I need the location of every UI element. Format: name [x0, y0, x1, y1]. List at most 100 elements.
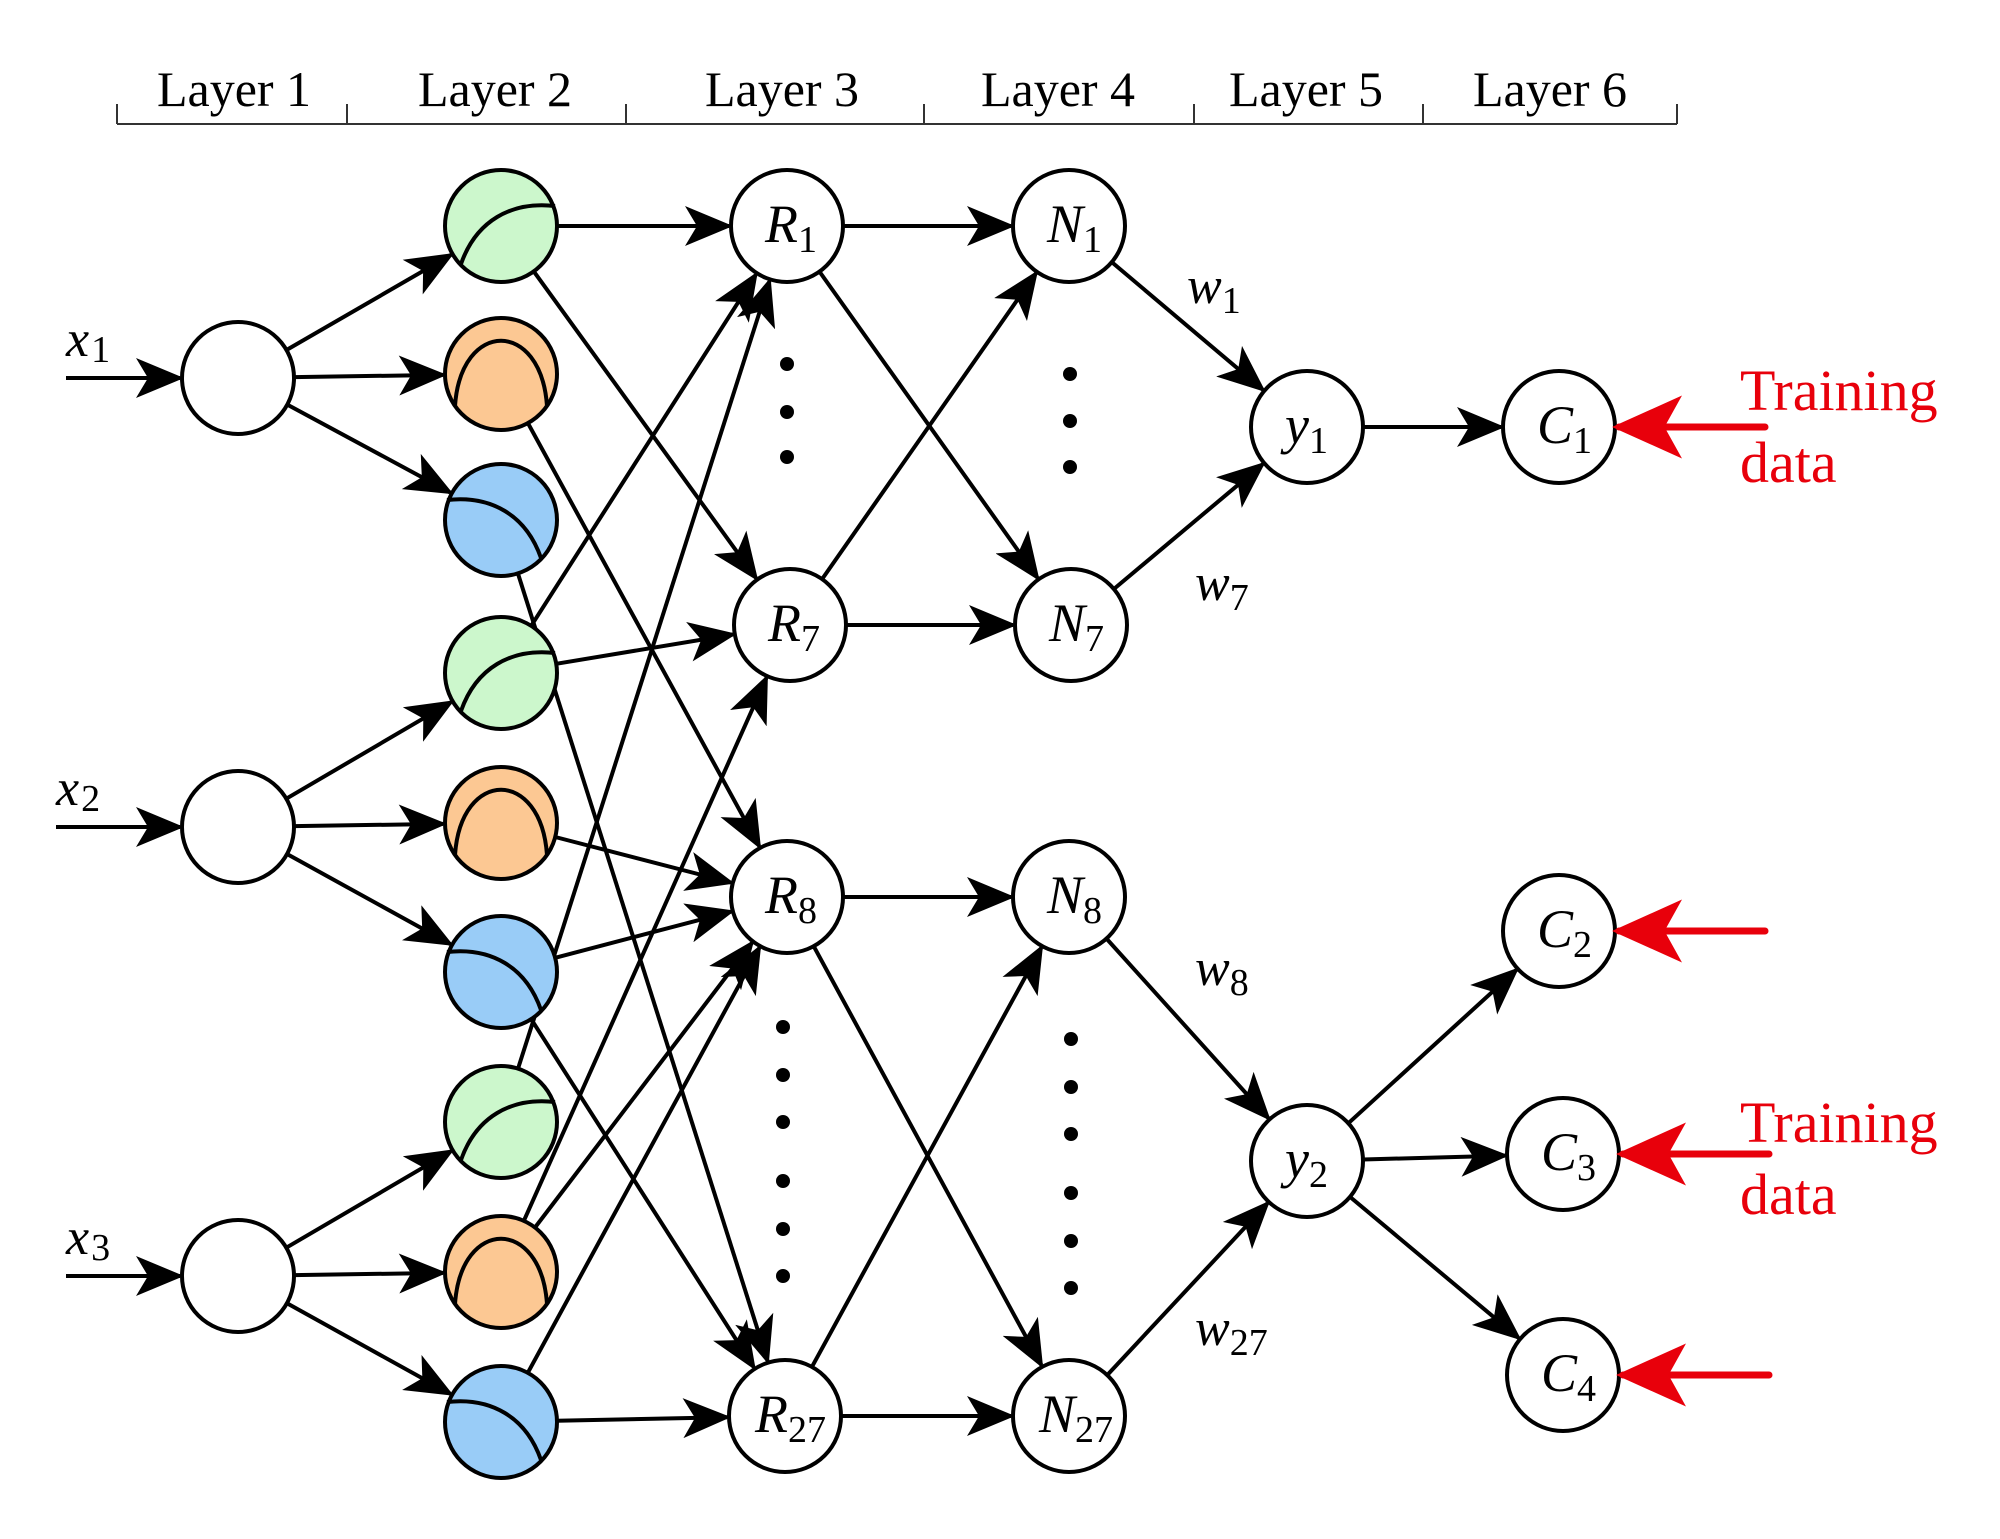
ellipsis-dot: [776, 1174, 790, 1188]
input-label-x1: x1: [65, 311, 110, 371]
edge-m3b-R27: [556, 1398, 731, 1439]
membership-circle: [443, 168, 559, 284]
ellipsis-dot: [776, 1020, 790, 1034]
edge-y2-C4: [1348, 1195, 1522, 1341]
input-var: x: [55, 760, 79, 817]
input-node-x3: [180, 1218, 296, 1334]
edge-m3o-R8: [533, 939, 755, 1229]
membership-curve-icon: [453, 1236, 549, 1305]
node-subscript: 27: [1075, 1409, 1113, 1451]
node-label-R27: R27: [754, 1384, 826, 1451]
node-circle: [1011, 839, 1127, 955]
edge-m2o-R8: [554, 835, 735, 891]
membership-curve-icon: [446, 949, 543, 1011]
membership-circle: [443, 1364, 559, 1480]
edge-m2g-R1: [529, 271, 758, 627]
weight-var: w: [1195, 555, 1230, 612]
weight-var: w: [1187, 258, 1222, 315]
edge-x3-m3o: [293, 1253, 447, 1294]
node-var: C: [1541, 1122, 1578, 1182]
ellipsis-dot: [776, 1222, 790, 1236]
membership-circle: [443, 765, 559, 881]
node-var: R: [764, 194, 798, 254]
membership-curve-icon: [446, 1399, 543, 1461]
ellipsis-dot: [1063, 414, 1077, 428]
node-var: R: [764, 865, 798, 925]
membership-node-orange: [443, 1214, 559, 1330]
weight-subscript: 27: [1230, 1322, 1268, 1364]
ellipsis-dot: [1063, 367, 1077, 381]
ellipsis-dot: [776, 1068, 790, 1082]
node-label-R1: R1: [764, 194, 817, 261]
training-label-line1: Training: [1740, 358, 1938, 423]
edge-m3b-R8: [526, 944, 762, 1374]
node-C3: C3: [1505, 1096, 1621, 1212]
edge-m2b-R27: [529, 1018, 756, 1371]
node-label-N8: N8: [1046, 865, 1102, 932]
ellipsis-dots: [776, 357, 1078, 1295]
training-arrows: [1612, 395, 1773, 1407]
node-subscript: 2: [1309, 1154, 1328, 1196]
ellipsis-dot: [780, 450, 794, 464]
membership-curve-icon: [453, 787, 549, 856]
membership-node-blue: [443, 462, 559, 578]
input-subscript: 1: [91, 329, 110, 371]
node-circle: [1249, 1103, 1365, 1219]
edge-N27-y2: [1105, 1200, 1271, 1377]
ellipsis-dot: [1064, 1032, 1078, 1046]
membership-node-orange: [443, 316, 559, 432]
training-label-line1: Training: [1740, 1090, 1938, 1155]
input-var: x: [65, 1209, 89, 1266]
membership-node-blue: [443, 1364, 559, 1480]
node-circle: [1011, 1358, 1127, 1474]
edge-x3-m3g: [285, 1149, 455, 1250]
node-var: N: [1046, 194, 1086, 254]
layer-6-label: Layer 6: [1473, 61, 1627, 117]
membership-curve-icon: [459, 650, 556, 712]
input-var: x: [65, 311, 89, 368]
membership-circle: [443, 615, 559, 731]
membership-curve-icon: [459, 1099, 556, 1161]
weight-var: w: [1195, 1300, 1230, 1357]
node-subscript: 7: [1085, 618, 1104, 660]
ellipsis-dot: [776, 1115, 790, 1129]
node-circle: [1249, 369, 1365, 485]
ellipsis-dot: [780, 357, 794, 371]
node-var: y: [1280, 1129, 1309, 1189]
edge-N7-y1: [1112, 461, 1266, 591]
edge-m3o-R7: [521, 674, 769, 1222]
node-subscript: 8: [798, 890, 817, 932]
node-var: C: [1541, 1343, 1578, 1403]
input-node-x1: [180, 320, 296, 436]
membership-circle: [443, 1064, 559, 1180]
node-var: C: [1537, 395, 1574, 455]
node-label-N1: N1: [1046, 194, 1102, 261]
node-label-N27: N27: [1038, 1384, 1113, 1451]
edge-N1-y1: [1110, 260, 1266, 393]
ellipsis-dot: [1063, 460, 1077, 474]
training-label-line2: data: [1740, 430, 1837, 495]
input-subscript: 2: [81, 778, 100, 820]
node-R27: R27: [727, 1358, 843, 1474]
ellipsis-dot: [780, 405, 794, 419]
node-subscript: 1: [1083, 219, 1102, 261]
node-label-C2: C2: [1537, 899, 1592, 966]
node-subscript: 4: [1577, 1368, 1596, 1410]
edge-y2-C3: [1362, 1136, 1509, 1177]
weight-subscript: 7: [1230, 577, 1249, 619]
edge-x2-m2o: [293, 804, 447, 845]
edge-x2-m2b: [286, 852, 454, 946]
input-label-x2: x2: [55, 760, 100, 820]
node-label-C3: C3: [1541, 1122, 1596, 1189]
node-subscript: 1: [1309, 420, 1328, 462]
node-circle: [1011, 168, 1127, 284]
edge-m3g-R1: [516, 277, 776, 1070]
weight-subscript: 8: [1230, 962, 1249, 1004]
node-circle: [729, 168, 845, 284]
weight-subscript: 1: [1222, 280, 1241, 322]
node-label-C1: C1: [1537, 395, 1592, 462]
edges: [285, 206, 1522, 1439]
